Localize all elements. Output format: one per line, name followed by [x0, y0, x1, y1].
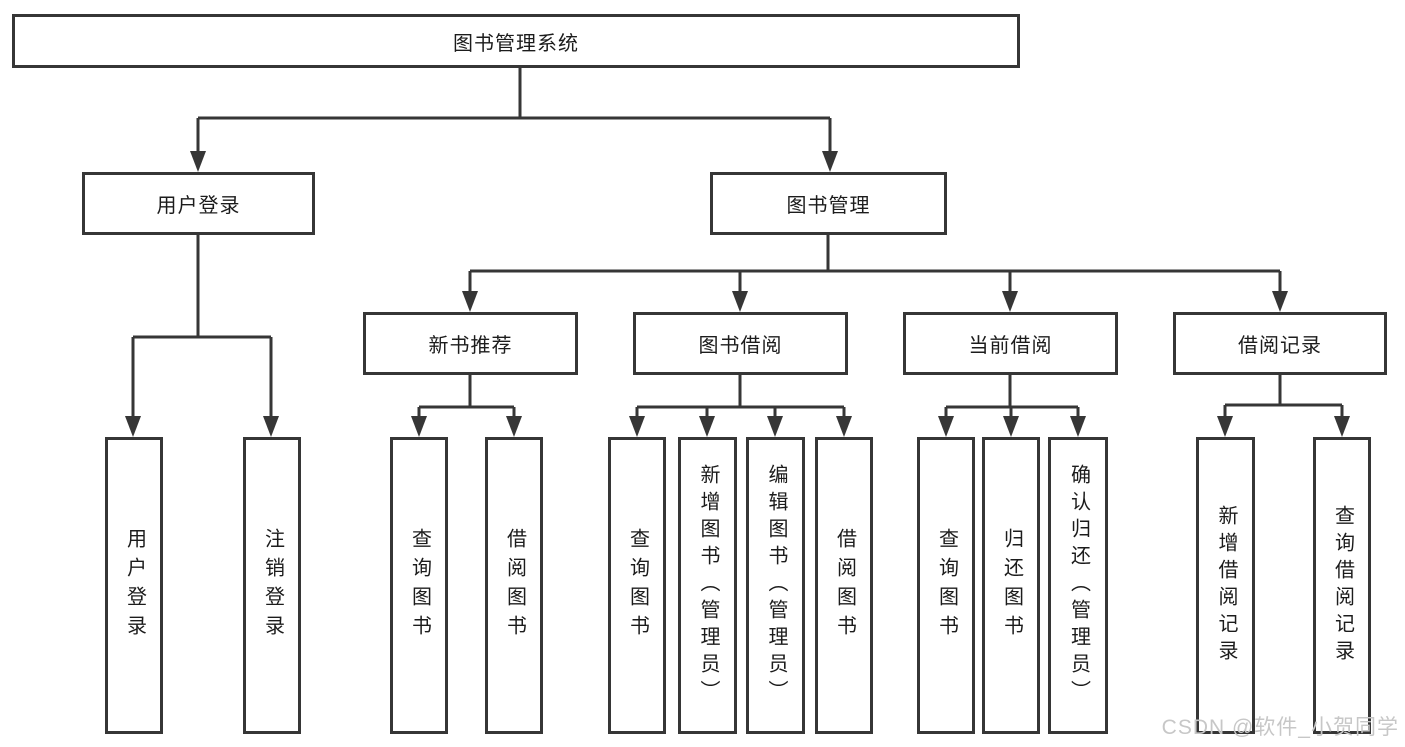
leaf-query-borrow-record: 查询借阅记录 — [1313, 437, 1371, 734]
leaf-edit-book-admin-label: 编辑图书（管理员） — [765, 464, 787, 707]
leaf-add-borrow-record-label: 新增借阅记录 — [1215, 504, 1237, 667]
node-current-borrow: 当前借阅 — [903, 312, 1118, 375]
leaf-borrow-book-recommend: 借阅图书 — [485, 437, 543, 734]
node-user-login: 用户登录 — [82, 172, 315, 235]
leaf-confirm-return-admin: 确认归还（管理员） — [1048, 437, 1108, 734]
leaf-borrow-book-label: 借阅图书 — [833, 527, 856, 644]
leaf-return-book-label: 归还图书 — [1000, 527, 1023, 644]
leaf-confirm-return-admin-label: 确认归还（管理员） — [1067, 464, 1090, 707]
leaf-return-book: 归还图书 — [982, 437, 1040, 734]
leaf-edit-book-admin: 编辑图书（管理员） — [746, 437, 805, 734]
leaf-add-book-admin: 新增图书（管理员） — [678, 437, 737, 734]
leaf-query-current-borrow: 查询图书 — [917, 437, 975, 734]
leaf-logout: 注销登录 — [243, 437, 301, 734]
node-new-book-recommend: 新书推荐 — [363, 312, 578, 375]
node-current-borrow-label: 当前借阅 — [968, 335, 1053, 357]
leaf-query-book-label: 查询图书 — [626, 527, 649, 644]
node-borrow-record: 借阅记录 — [1173, 312, 1387, 375]
leaf-query-borrow-record-label: 查询借阅记录 — [1331, 504, 1354, 667]
leaf-add-borrow-record: 新增借阅记录 — [1196, 437, 1255, 734]
leaf-user-login-label: 用户登录 — [123, 527, 146, 644]
leaf-query-book: 查询图书 — [608, 437, 666, 734]
watermark: CSDN @软件_小贺同学 — [1161, 716, 1399, 739]
node-new-book-recommend-label: 新书推荐 — [428, 335, 513, 357]
node-root-label: 图书管理系统 — [453, 32, 579, 55]
leaf-borrow-book-recommend-label: 借阅图书 — [503, 527, 526, 644]
leaf-query-current-borrow-label: 查询图书 — [935, 527, 958, 644]
node-borrow-record-label: 借阅记录 — [1238, 335, 1322, 357]
leaf-logout-label: 注销登录 — [261, 527, 284, 644]
node-book-borrow: 图书借阅 — [633, 312, 848, 375]
node-book-management-label: 图书管理 — [786, 195, 871, 217]
leaf-query-book-recommend-label: 查询图书 — [408, 527, 431, 644]
leaf-user-login: 用户登录 — [105, 437, 163, 734]
node-book-borrow-label: 图书借阅 — [698, 335, 783, 357]
node-book-management: 图书管理 — [710, 172, 947, 235]
leaf-borrow-book: 借阅图书 — [815, 437, 873, 734]
node-root: 图书管理系统 — [12, 14, 1020, 68]
leaf-add-book-admin-label: 新增图书（管理员） — [697, 464, 719, 707]
leaf-query-book-recommend: 查询图书 — [390, 437, 448, 734]
node-user-login-label: 用户登录 — [156, 195, 241, 217]
